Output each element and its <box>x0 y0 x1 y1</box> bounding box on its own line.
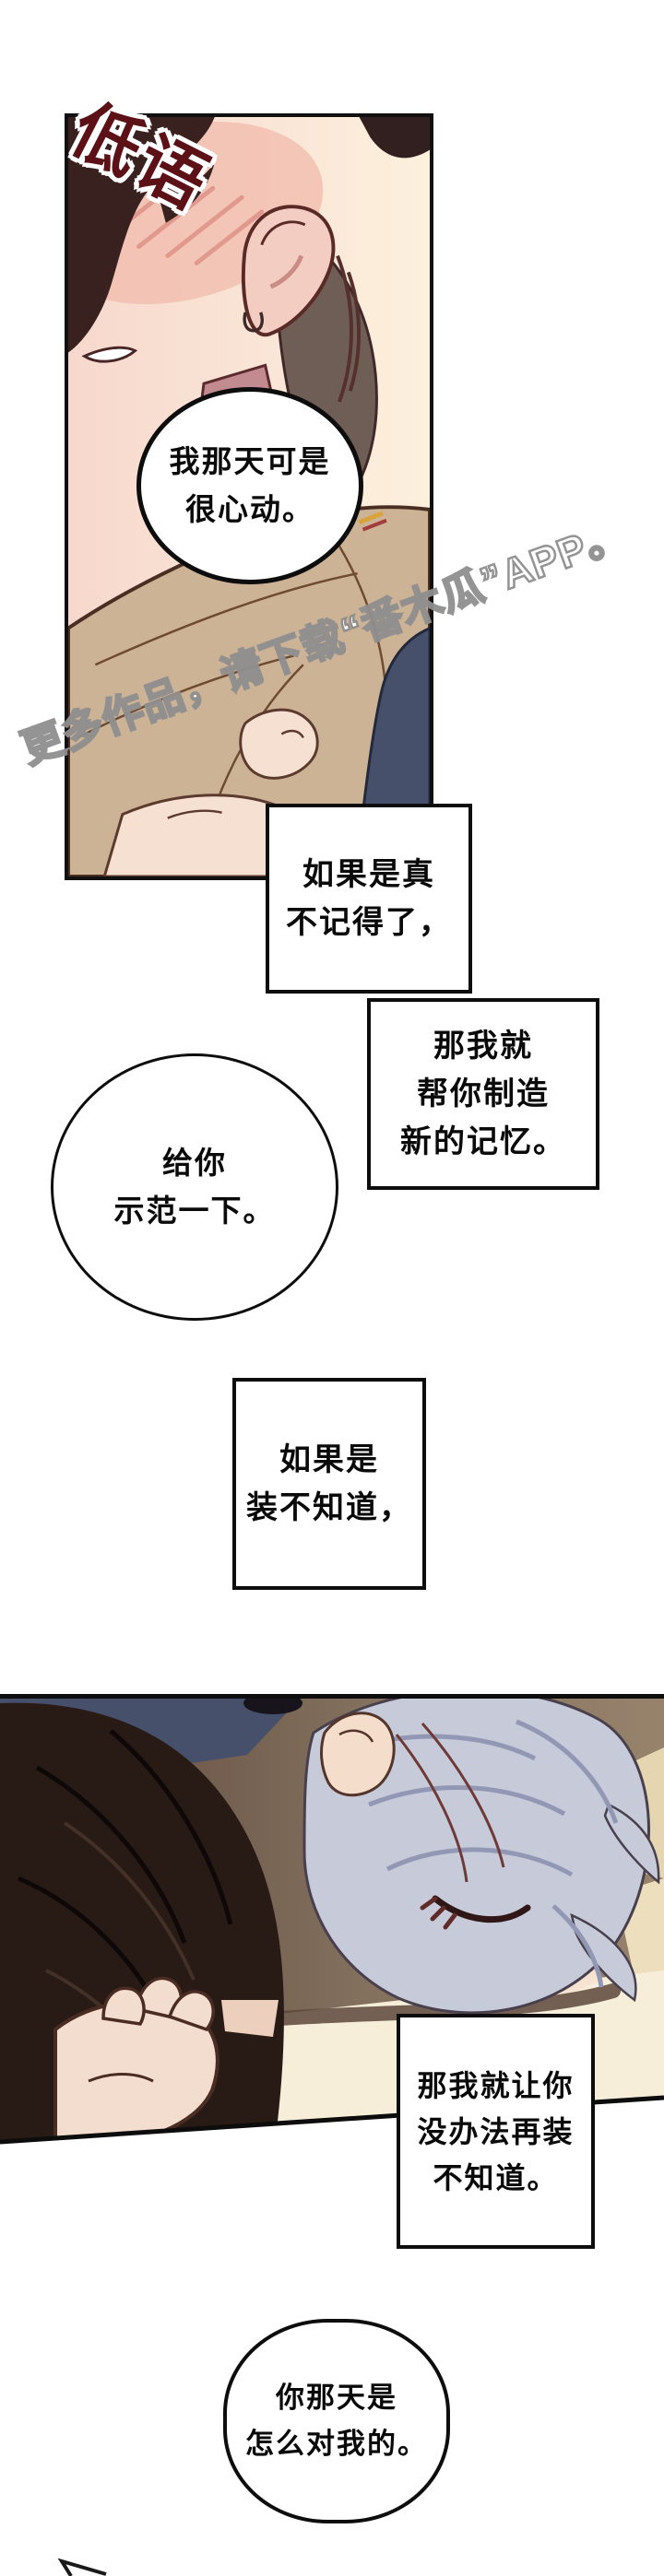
speech-line: 你那天是 <box>276 2382 397 2414</box>
neck-skin <box>221 2000 279 2037</box>
hand-thumb <box>102 708 319 876</box>
speech-circle-1: 给你 示范一下。 <box>51 1053 338 1321</box>
caption-line: 不知道。 <box>433 2160 559 2194</box>
panel-1 <box>65 113 433 880</box>
mouth <box>81 346 138 363</box>
caption-line: 那我就让你 <box>417 2068 575 2102</box>
top-hair-patch <box>359 117 430 159</box>
jacket-piping-red <box>362 518 387 532</box>
speech-line: 我那天可是 <box>169 444 331 478</box>
speech-line: 给你 <box>162 1146 227 1180</box>
caption-box-2: 那我就 帮你制造 新的记忆。 <box>367 998 599 1190</box>
caption-box-4: 那我就让你 没办法再装 不知道。 <box>397 2014 595 2249</box>
caption-line: 不记得了， <box>286 905 452 940</box>
caption-line: 如果是真 <box>302 857 435 892</box>
panel-1-artwork <box>68 117 430 876</box>
caption-line: 装不知道， <box>246 1490 412 1525</box>
caption-line: 新的记忆。 <box>400 1124 566 1159</box>
hair-strand <box>155 162 215 223</box>
sweat-drop <box>243 312 264 333</box>
ear <box>241 205 336 337</box>
red-hair-strands <box>395 1723 505 1883</box>
speech-line: 很心动。 <box>185 492 314 526</box>
caption-line: 那我就 <box>433 1029 533 1064</box>
jacket-piping-yellow <box>358 511 384 525</box>
caption-line: 没办法再装 <box>417 2114 575 2148</box>
closed-eye <box>420 1895 531 1930</box>
speech-bubble-1: 我那天可是 很心动。 <box>136 387 363 584</box>
caption-line: 如果是 <box>279 1442 379 1477</box>
hair-wisps <box>336 254 362 403</box>
caption-line: 帮你制造 <box>417 1076 550 1112</box>
caption-box-3: 如果是 装不知道， <box>232 1378 426 1590</box>
caption-box-1: 如果是真 不记得了， <box>266 804 472 994</box>
front-hair <box>68 117 215 353</box>
ear <box>320 1711 396 1797</box>
speech-line: 示范一下。 <box>113 1194 276 1228</box>
speech-circle-2: 你那天是 怎么对我的。 <box>223 2319 450 2523</box>
next-panel-corner <box>57 2558 107 2576</box>
speech-line: 怎么对我的。 <box>245 2428 428 2460</box>
